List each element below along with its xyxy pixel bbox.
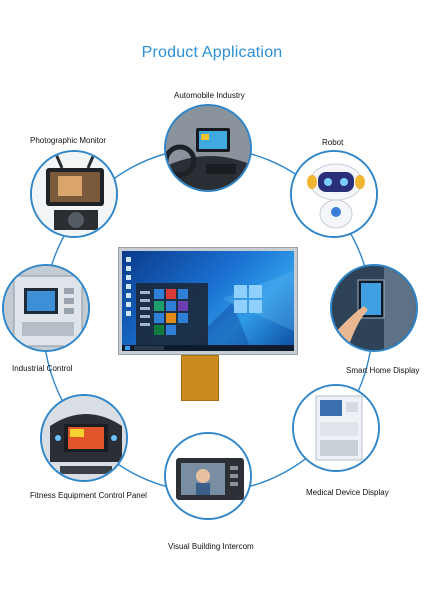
intercom-monitor-icon xyxy=(166,434,250,518)
label-medical: Medical Device Display xyxy=(306,488,389,497)
app-circle-fitness xyxy=(40,394,128,482)
app-circle-industrial xyxy=(2,264,90,352)
windows-logo-icon xyxy=(234,285,262,313)
page-title: Product Application xyxy=(141,44,283,61)
lcd-panel xyxy=(118,247,298,355)
app-circle-medical xyxy=(292,384,380,472)
label-robot: Robot xyxy=(322,138,344,147)
medical-analyzer-icon xyxy=(294,386,378,470)
camera-monitor-icon xyxy=(32,152,116,236)
label-photographic: Photographic Monitor xyxy=(30,136,107,145)
app-circle-smart-home xyxy=(330,264,418,352)
lcd-screen xyxy=(122,251,294,351)
car-dashboard-icon xyxy=(166,106,250,190)
app-circle-automobile xyxy=(164,104,252,192)
label-smart-home: Smart Home Display xyxy=(346,366,420,375)
robot-icon xyxy=(292,152,376,236)
smart-home-panel-icon xyxy=(332,266,416,350)
label-fitness: Fitness Equipment Control Panel xyxy=(30,491,147,500)
label-industrial: Industrial Control xyxy=(12,364,73,373)
label-intercom: Visual Building Intercom xyxy=(168,542,254,551)
treadmill-console-icon xyxy=(42,396,126,480)
windows-desktop xyxy=(122,257,294,351)
fpc-ribbon-cable xyxy=(181,355,219,401)
app-circle-photographic xyxy=(30,150,118,238)
app-circle-intercom xyxy=(164,432,252,520)
app-circle-robot xyxy=(290,150,378,238)
industrial-cabinet-icon xyxy=(4,266,88,350)
label-automobile: Automobile Industry xyxy=(174,91,245,100)
